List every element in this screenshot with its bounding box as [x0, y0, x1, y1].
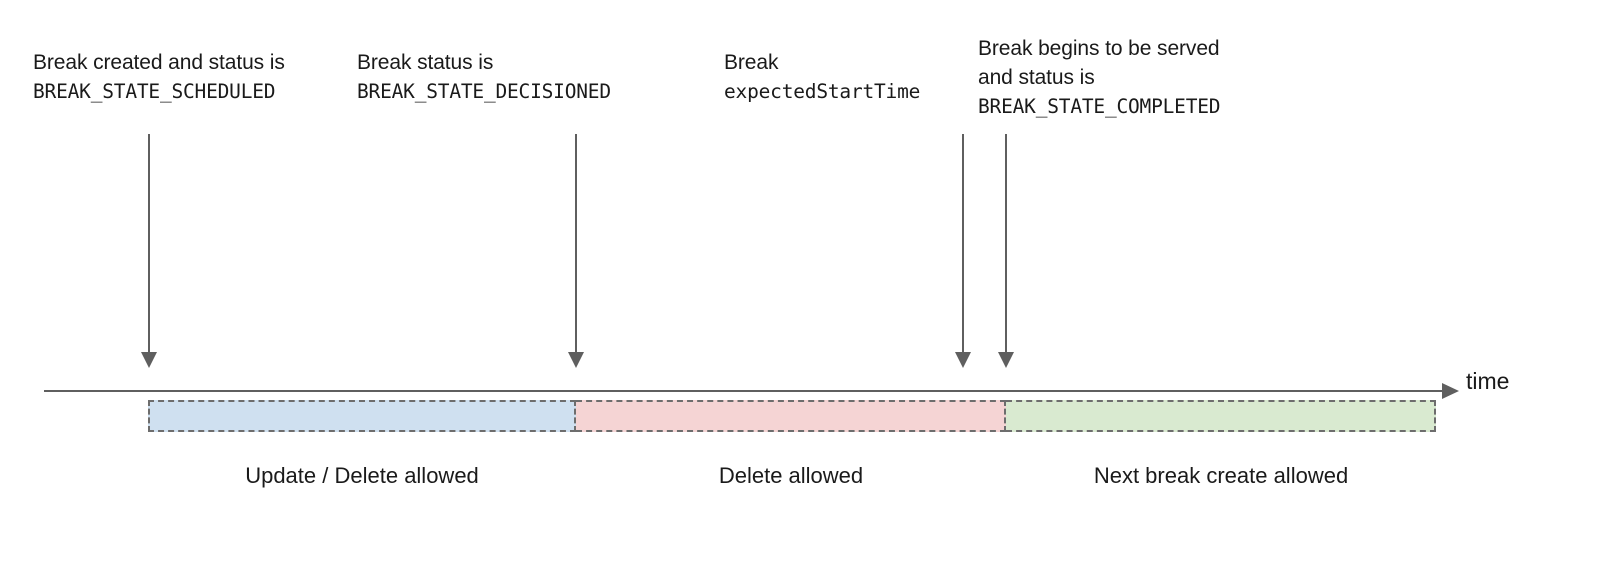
event-arrow-line-decisioned	[575, 134, 577, 354]
event-label-completed-prose-1: and status is	[978, 66, 1095, 89]
event-arrow-line-expected-start-time	[962, 134, 964, 354]
event-label-scheduled: Break created and status is BREAK_STATE_…	[33, 48, 285, 106]
event-label-expected-start-time-prose-0: Break	[724, 51, 779, 74]
arrow-right-icon	[1442, 383, 1459, 399]
phase-segment-update-delete	[148, 400, 576, 432]
event-label-expected-start-time: Break expectedStartTime	[724, 48, 920, 106]
phase-caption-next-break: Next break create allowed	[1093, 463, 1349, 488]
event-arrow-head-completed	[998, 352, 1014, 368]
event-label-completed-code: BREAK_STATE_COMPLETED	[978, 95, 1221, 118]
event-arrow-head-scheduled	[141, 352, 157, 368]
phase-segment-delete-only	[576, 400, 1006, 432]
event-arrow-line-completed	[1005, 134, 1007, 354]
event-label-completed: Break begins to be served and status is …	[978, 34, 1221, 121]
phase-caption-delete-only: Delete allowed	[718, 463, 864, 488]
event-label-scheduled-code: BREAK_STATE_SCHEDULED	[33, 80, 276, 103]
phase-caption-update-delete: Update / Delete allowed	[245, 463, 479, 488]
event-arrow-head-expected-start-time	[955, 352, 971, 368]
event-label-decisioned: Break status is BREAK_STATE_DECISIONED	[357, 48, 611, 106]
phase-segment-next-break	[1006, 400, 1436, 432]
event-label-expected-start-time-code: expectedStartTime	[724, 80, 921, 103]
event-arrow-line-scheduled	[148, 134, 150, 354]
event-label-decisioned-code: BREAK_STATE_DECISIONED	[357, 80, 611, 103]
time-axis-label: time	[1466, 368, 1510, 394]
event-label-decisioned-prose-0: Break status is	[357, 51, 494, 74]
event-arrow-head-decisioned	[568, 352, 584, 368]
event-label-scheduled-prose-0: Break created and status is	[33, 51, 285, 74]
time-axis-line	[44, 390, 1448, 392]
event-label-completed-prose-0: Break begins to be served	[978, 37, 1220, 60]
